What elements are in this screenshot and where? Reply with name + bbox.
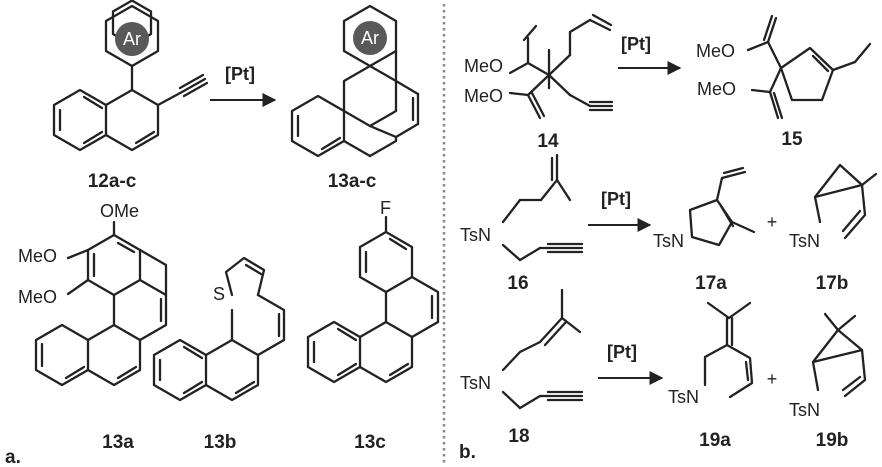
catalyst-label-b2: [Pt] — [601, 189, 631, 209]
plus-sign-b2: + — [767, 212, 778, 232]
methoxy-14a: MeO — [464, 56, 503, 76]
product-label-19a: 19a — [699, 430, 731, 451]
methoxy-middle: MeO — [18, 246, 57, 266]
plus-sign-b3: + — [767, 369, 778, 389]
panel-tag-b: b. — [459, 442, 476, 463]
product-label-19b: 19b — [816, 430, 849, 451]
example-label-13a: 13a — [102, 432, 134, 453]
substrate-14 — [508, 13, 614, 120]
substrate-16 — [501, 153, 584, 262]
panel-tag-a: a. — [5, 447, 21, 467]
tsn-17b: TsN — [789, 231, 820, 251]
panel-b: MeO MeO 14 [Pt] MeO MeO 15 — [459, 13, 878, 463]
product-17a — [688, 166, 756, 247]
product-label-13: 13a-c — [328, 171, 377, 192]
tsn-17a: TsN — [653, 231, 684, 251]
sulfur-atom: S — [213, 284, 225, 304]
fluorine-atom: F — [380, 198, 391, 218]
methoxy-14b: MeO — [464, 86, 503, 106]
product-label-17b: 17b — [816, 273, 849, 294]
methoxy-top: OMe — [100, 201, 139, 221]
tsn-16: TsN — [460, 225, 491, 245]
tsn-18: TsN — [460, 373, 491, 393]
panel-a: Ar 12a-c [Pt] Ar — [5, 0, 440, 467]
product-19a — [703, 301, 754, 399]
example-13c — [306, 215, 440, 384]
substrate-label-14: 14 — [537, 131, 559, 152]
methoxy-bottom: MeO — [18, 287, 57, 307]
substrate-12: Ar — [52, 0, 209, 152]
substrate-18 — [501, 288, 584, 410]
example-13b — [152, 256, 286, 402]
example-label-13b: 13b — [204, 432, 237, 453]
example-label-13c: 13c — [354, 432, 386, 453]
tsn-19a: TsN — [668, 387, 699, 407]
catalyst-label-b3: [Pt] — [607, 342, 637, 362]
product-13: Ar — [290, 4, 420, 158]
aryl-label-product: Ar — [361, 28, 379, 48]
methoxy-15a: MeO — [696, 41, 735, 61]
product-label-17a: 17a — [695, 273, 727, 294]
example-13a — [34, 220, 168, 387]
catalyst-label-b1: [Pt] — [621, 34, 651, 54]
aryl-circle-product — [353, 21, 387, 55]
substrate-label-12: 12a-c — [88, 171, 137, 192]
product-label-15: 15 — [781, 129, 803, 150]
methoxy-15b: MeO — [697, 79, 736, 99]
aryl-label: Ar — [123, 29, 141, 49]
substrate-label-16: 16 — [507, 273, 528, 294]
product-17b — [813, 163, 878, 240]
substrate-label-18: 18 — [508, 426, 529, 447]
catalyst-label-a: [Pt] — [225, 64, 255, 84]
aryl-circle — [115, 22, 149, 56]
product-15 — [746, 14, 872, 120]
product-19b — [811, 312, 867, 398]
tsn-19b: TsN — [789, 400, 820, 420]
